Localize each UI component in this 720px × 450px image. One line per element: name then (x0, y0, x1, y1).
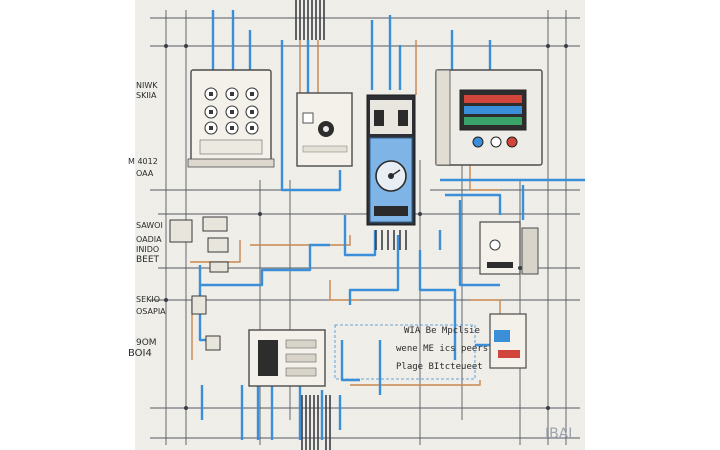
control-panel-meter (296, 92, 353, 167)
left-label-2: SKIIA (136, 91, 157, 100)
breaker-blocks-left (169, 216, 229, 351)
indicator-white-icon (490, 136, 502, 148)
left-label-6: OADIA (136, 235, 162, 244)
center-notes: WIA Be Mpclsie wene ME ics peers Plage B… (396, 326, 488, 372)
left-label-7: INIDO (136, 245, 159, 254)
orange-wires (190, 40, 501, 386)
control-panel-display (435, 69, 543, 166)
blue-wires (198, 10, 585, 440)
blue-meter-unit (366, 94, 416, 226)
terminal-icon (489, 239, 501, 251)
note-1: WIA Be Mpclsie (404, 326, 480, 336)
left-label-9: SEKIO (136, 295, 160, 304)
indicator-red-icon (506, 136, 518, 148)
left-label-3: M 4012 (128, 157, 158, 166)
watermark: IBAI (545, 426, 572, 442)
left-label-5: SAWOI (136, 221, 163, 230)
left-label-10: OSAPIA (136, 307, 166, 316)
right-module-b (489, 313, 527, 369)
control-panel-left (187, 69, 275, 168)
control-panel-bottom (248, 329, 326, 387)
junction-dots (164, 44, 568, 410)
left-label-8: BEET (136, 255, 160, 265)
left-label-12: BOI4 (128, 348, 152, 359)
left-label-11: 9OM (136, 338, 157, 348)
dark-bundles (295, 0, 407, 450)
left-label-1: NIWK (136, 81, 158, 90)
indicator-blue-icon (472, 136, 484, 148)
right-module-a (479, 221, 539, 275)
note-2: wene ME ics peers (396, 344, 488, 354)
note-3: Plage BItcteueet (396, 362, 483, 372)
left-label-4: OAA (136, 169, 154, 178)
note-frame (334, 324, 476, 380)
